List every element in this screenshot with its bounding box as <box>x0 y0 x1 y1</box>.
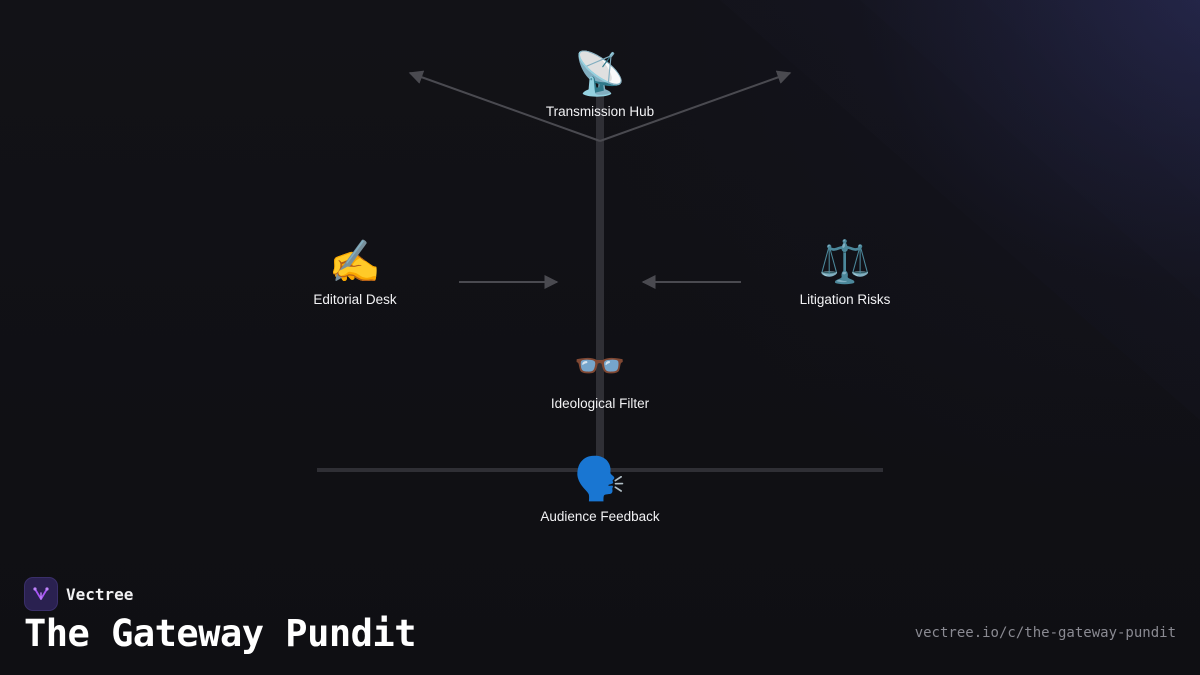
writing-hand-icon: ✍️ <box>328 237 382 286</box>
node-ideological-filter: 👓 Ideological Filter <box>500 342 700 412</box>
satellite-dish-icon: 📡 <box>573 49 627 98</box>
brand-name: Vectree <box>66 584 134 604</box>
node-litigation-risks: ⚖️ Litigation Risks <box>745 238 945 308</box>
node-transmission-hub: 📡 Transmission Hub <box>500 50 700 120</box>
node-editorial-desk: ✍️ Editorial Desk <box>255 238 455 308</box>
branch-arrow-right <box>599 70 792 142</box>
node-label: Litigation Risks <box>799 292 891 307</box>
glasses-icon: 👓 <box>573 341 627 390</box>
speaking-head-icon: 🗣️ <box>573 454 627 503</box>
node-audience-feedback: 🗣️ Audience Feedback <box>500 455 700 525</box>
page-title: The Gateway Pundit <box>24 612 416 655</box>
node-label: Transmission Hub <box>545 104 655 119</box>
node-label: Ideological Filter <box>550 396 650 411</box>
page-url: vectree.io/c/the-gateway-pundit <box>914 625 1176 641</box>
node-label: Editorial Desk <box>313 292 397 307</box>
node-label: Audience Feedback <box>540 509 660 524</box>
balance-scale-icon: ⚖️ <box>818 237 872 286</box>
vectree-logo-icon <box>24 577 58 611</box>
brand: Vectree <box>24 577 133 611</box>
branch-arrow-left <box>408 70 601 142</box>
